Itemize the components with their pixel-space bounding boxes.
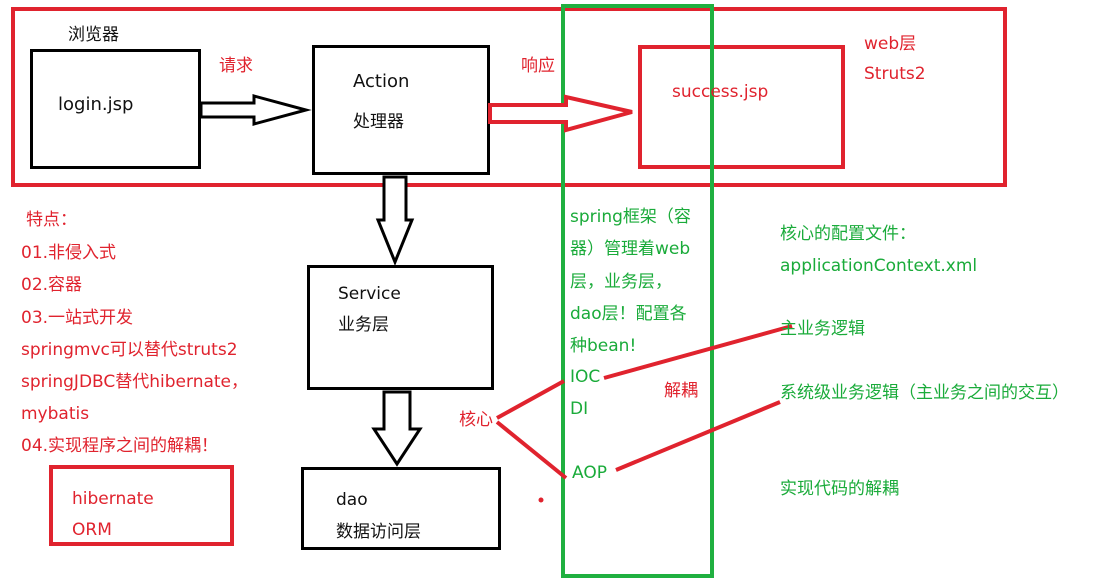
request-arrow	[199, 94, 312, 126]
request-label: 请求	[219, 56, 253, 76]
feature-item: springmvc可以替代struts2	[21, 340, 238, 360]
system-logic-label: 系统级业务逻辑（主业务之间的交互）	[780, 383, 1069, 403]
decouple-label: 解耦	[664, 381, 698, 401]
spring-description-line: 层，业务层，	[570, 272, 672, 292]
success-jsp-box	[638, 45, 845, 169]
feature-item: mybatis	[21, 404, 90, 424]
di-label: DI	[570, 399, 589, 419]
orm-label: ORM	[72, 520, 112, 540]
core-ioc-line	[496, 379, 565, 420]
service-label: Service	[338, 284, 401, 304]
service-box	[307, 265, 494, 390]
feature-item: 04.实现程序之间的解耦！	[21, 436, 219, 456]
code-decouple-label: 实现代码的解耦	[780, 479, 899, 499]
action-processor-label: 处理器	[353, 112, 404, 132]
action-box	[312, 45, 490, 175]
ioc-main-logic-line	[603, 324, 793, 380]
success-jsp-label: success.jsp	[672, 82, 769, 102]
response-label: 响应	[521, 56, 555, 76]
aop-system-logic-line	[615, 400, 781, 472]
spring-container	[561, 4, 714, 578]
spring-description-line: 器）管理着web	[570, 239, 691, 259]
spring-description-line: 种bean!	[570, 336, 637, 356]
hibernate-label: hibernate	[72, 489, 154, 509]
aop-label: AOP	[572, 463, 607, 483]
down-arrow-service-dao	[371, 390, 423, 467]
dao-box	[301, 467, 501, 550]
config-file-title: 核心的配置文件：	[780, 224, 916, 244]
dao-label: dao	[336, 490, 368, 510]
login-jsp-label: login.jsp	[58, 94, 134, 115]
main-logic-label: 主业务逻辑	[780, 319, 865, 339]
core-label: 核心	[459, 410, 493, 430]
struts2-label: Struts2	[864, 64, 926, 84]
red-dot	[538, 497, 544, 503]
login-jsp-box	[30, 49, 201, 169]
ioc-label: IOC	[570, 367, 601, 387]
hibernate-box	[49, 465, 234, 546]
response-arrow	[488, 94, 633, 133]
feature-item: 03.一站式开发	[21, 308, 134, 328]
feature-item: 02.容器	[21, 275, 83, 295]
browser-label: 浏览器	[68, 25, 119, 45]
feature-item: springJDBC替代hibernate，	[21, 372, 249, 392]
action-label: Action	[353, 71, 410, 92]
features-title: 特点：	[26, 210, 77, 230]
spring-description-line: spring框架（容	[570, 207, 691, 227]
feature-item: 01.非侵入式	[21, 243, 117, 263]
spring-description-line: dao层！配置各	[570, 304, 687, 324]
business-layer-label: 业务层	[338, 315, 389, 335]
config-file-name: applicationContext.xml	[780, 256, 978, 276]
down-arrow-action-service	[375, 175, 415, 266]
web-layer-frame	[11, 7, 1007, 187]
core-aop-line	[495, 420, 568, 480]
data-access-layer-label: 数据访问层	[336, 522, 421, 542]
web-layer-label: web层	[864, 34, 917, 54]
